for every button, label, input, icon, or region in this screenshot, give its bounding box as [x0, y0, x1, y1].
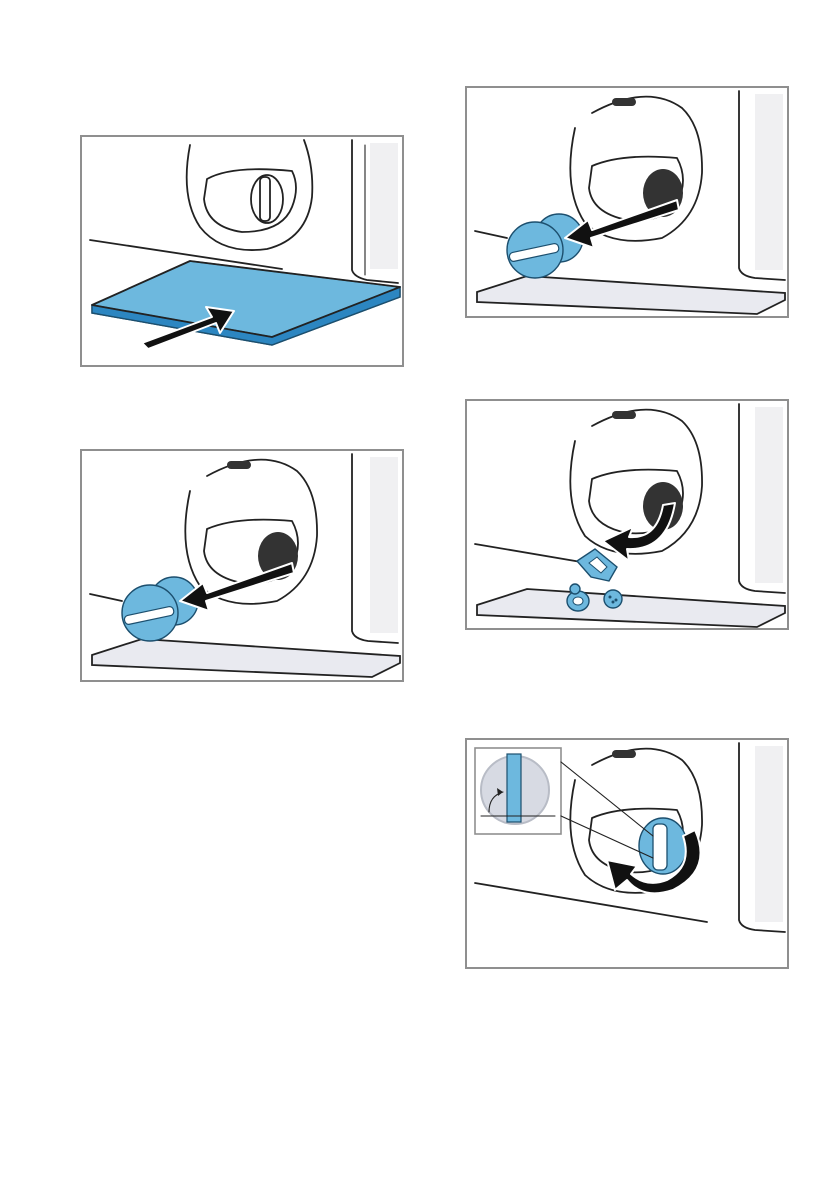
pull-out-pump-filter-icon [82, 451, 402, 680]
figure-unscrew-filter [80, 449, 404, 682]
flat-container-under-filter-icon [82, 137, 402, 365]
figure-filter-parts [465, 399, 789, 630]
remove-filter-parts-icon [467, 401, 787, 628]
reinsert-and-turn-filter-icon [467, 740, 787, 967]
figure-place-container [80, 135, 404, 367]
figure-pull-out-filter [465, 86, 789, 318]
pull-out-pump-filter-icon [467, 88, 787, 316]
figure-reinsert-filter [465, 738, 789, 969]
